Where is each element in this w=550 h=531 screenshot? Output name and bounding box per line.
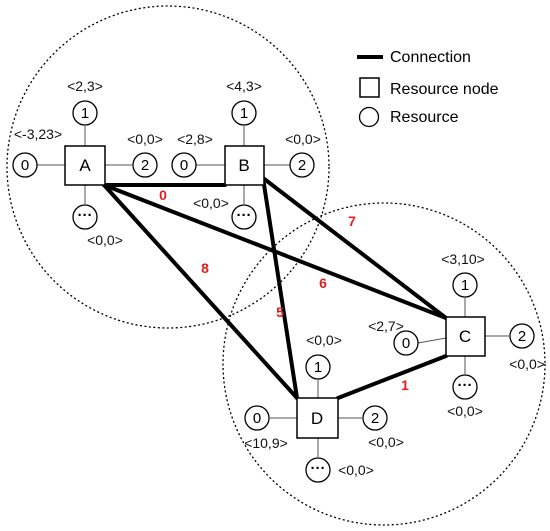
node-c-resource-1-label: 1 [461,277,469,294]
connection-label-a-d: 8 [201,260,209,276]
node-a-label: A [79,156,91,175]
node-a-resource-0-label: 0 [21,157,29,174]
node-c-resource-2-label: 2 [518,328,526,345]
resource-node-d [296,397,339,439]
connection-label-a-b: 0 [159,187,167,203]
node-b-resource-1-label: 1 [240,105,248,122]
node-b-resource-more-label: ··· [237,207,252,224]
node-a-resource-more-label: ··· [78,207,93,224]
node-b-resource-0-label: 0 [180,157,188,174]
legend-resource-swatch [358,106,380,128]
node-a-resource-2 [132,152,158,178]
node-b-resource-more-value: <0,0> [193,195,229,211]
node-d-label: D [311,409,323,428]
node-b-resource-1-value: <4,3> [226,78,262,94]
node-b-label: B [238,156,249,175]
node-c-resource-2 [509,323,535,349]
connection-a-d [102,183,299,400]
connection-label-b-d: 5 [276,304,284,320]
node-d-resource-2 [362,405,388,431]
node-b: B 0 <2,8> 1 <4,3> 2 <0,0> ··· <0,0> [171,78,321,230]
node-c-resource-0 [393,330,419,356]
node-d-resource-0-value: <10,9> [244,435,288,451]
node-a-resource-1 [72,100,98,126]
node-b-resource-more [231,204,257,230]
node-b-resource-2-value: <0,0> [285,131,321,147]
node-d-resource-2-label: 2 [371,410,379,427]
node-c-resource-more-value: <0,0> [447,403,483,419]
connection-b-d [261,176,299,400]
connections [102,176,448,400]
node-d-resource-0-label: 0 [253,410,261,427]
node-b-resource-1 [231,100,257,126]
node-b-resource-2 [289,152,315,178]
node-c: C 0 <2,7> 1 <3,10> 2 <0,0> ··· <0,0> [368,251,545,419]
node-d-resource-1 [305,354,331,380]
node-c-resource-1 [452,272,478,298]
region-circle-bottom-right [222,202,546,526]
resource-node-c [445,316,486,357]
node-c-resource-1-value: <3,10> [441,251,485,267]
connection-label-a-c: 6 [319,275,327,291]
node-d-resource-1-label: 1 [314,359,322,376]
node-b-resource-0 [171,152,197,178]
resource-node-a [64,145,106,186]
node-a-resource-2-value: <0,0> [127,131,163,147]
node-d-resource-1-value: <0,0> [306,332,342,348]
node-d-resource-more-value: <0,0> [338,462,374,478]
node-b-resource-2-label: 2 [298,157,306,174]
node-a: A 0 <-3,23> 1 <2,3> 2 <0,0> ··· <0,0> [12,78,163,248]
connection-d-c [336,354,448,400]
legend: Connection Resource node Resource [357,49,499,128]
node-a-resource-2-label: 2 [141,157,149,174]
node-a-resource-0-value: <-3,23> [14,126,62,142]
node-c-resource-more [452,374,478,400]
node-a-resource-0 [12,152,38,178]
legend-connection-label: Connection [390,49,471,66]
node-c-resource-0-value: <2,7> [368,318,404,334]
legend-resource-node-swatch [359,77,380,98]
legend-resource-node-label: Resource node [390,81,499,98]
resource-spokes [37,126,509,457]
node-b-resource-0-value: <2,8> [177,131,213,147]
resource-node-b [224,145,265,186]
node-d-resource-2-value: <0,0> [368,434,404,450]
region-circle-top-left [6,5,330,329]
connection-label-b-c: 7 [348,213,356,229]
node-d-resource-more [305,457,331,483]
node-a-resource-1-value: <2,3> [67,78,103,94]
node-d-resource-more-label: ··· [311,460,326,477]
node-a-resource-1-label: 1 [81,105,89,122]
connection-b-c [261,176,448,320]
node-c-resource-2-value: <0,0> [509,356,545,372]
connection-label-d-c: 1 [401,377,409,393]
node-c-resource-more-label: ··· [458,377,473,394]
node-c-resource-0-label: 0 [402,335,410,352]
node-d: D 0 <10,9> 1 <0,0> 2 <0,0> ··· <0,0> [244,332,404,483]
node-a-resource-more-value: <0,0> [87,232,123,248]
legend-resource-label: Resource [390,109,459,126]
node-d-resource-0 [244,405,270,431]
node-a-resource-more [72,204,98,230]
connection-labels: 0 6 8 7 5 1 [159,187,409,393]
node-c-label: C [459,327,471,346]
